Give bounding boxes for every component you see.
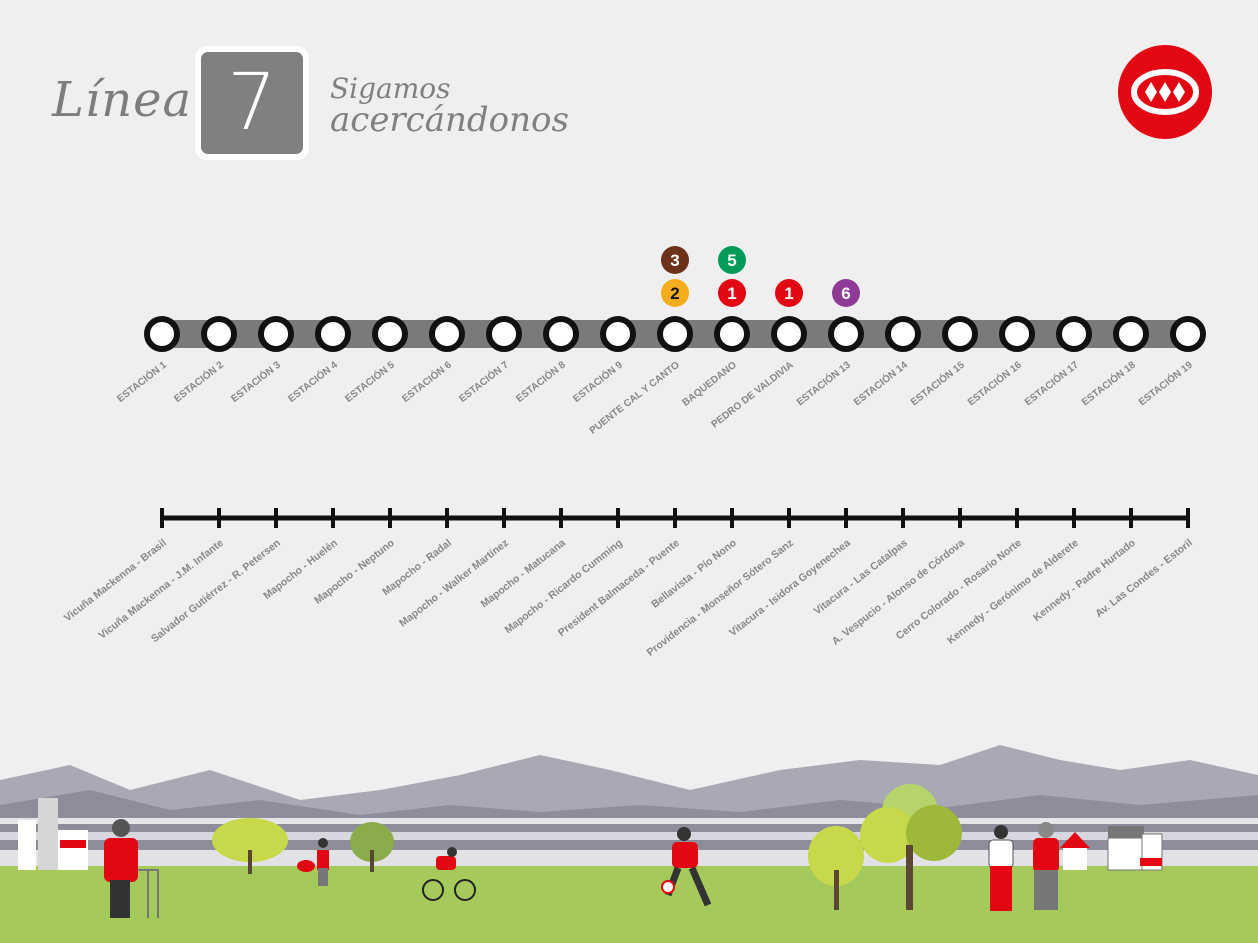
landscape-illustration <box>0 745 1258 943</box>
street-label: Vicuña Mackenna - Brasil <box>62 537 169 624</box>
station-marker <box>885 316 921 352</box>
line-word: Línea <box>52 72 193 128</box>
station-label: ESTACIÓN 15 <box>908 358 967 408</box>
station-label: PUENTE CAL Y CANTO <box>588 360 682 437</box>
street-label: Kennedy - Padre Hurtado <box>1031 537 1138 624</box>
station-marker <box>486 316 522 352</box>
station-marker <box>258 316 294 352</box>
connection-badge-line-6 <box>832 279 860 307</box>
station-label: ESTACIÓN 7 <box>456 358 511 405</box>
station-marker <box>1170 316 1206 352</box>
station-marker <box>315 316 351 352</box>
street-label: President Balmaceda - Puente <box>556 537 682 639</box>
station-label: ESTACIÓN 1 <box>114 358 169 405</box>
station-label: ESTACIÓN 6 <box>399 358 454 405</box>
station-marker <box>201 316 237 352</box>
tagline-2: acercándonos <box>330 100 569 140</box>
station-label: ESTACIÓN 8 <box>513 358 568 405</box>
station-marker <box>372 316 408 352</box>
connection-badge-line-5 <box>718 246 746 274</box>
station-label: ESTACIÓN 2 <box>171 358 226 405</box>
metro-logo-icon <box>1118 45 1212 139</box>
connection-badge-line-2 <box>661 279 689 307</box>
connection-badge-line-3 <box>661 246 689 274</box>
line-number: 7 <box>201 52 303 154</box>
street-label: Mapocho - Ricardo Cumming <box>503 537 625 636</box>
station-marker <box>543 316 579 352</box>
station-marker <box>600 316 636 352</box>
station-label: ESTACIÓN 17 <box>1022 358 1081 408</box>
station-label: ESTACIÓN 16 <box>965 358 1024 408</box>
station-label: ESTACIÓN 19 <box>1136 358 1195 408</box>
station-marker <box>999 316 1035 352</box>
street-label: Mapocho - Walker Martínez <box>397 537 511 630</box>
connection-badge-line-1 <box>775 279 803 307</box>
station-marker <box>1056 316 1092 352</box>
station-label: ESTACIÓN 5 <box>342 358 397 405</box>
station-marker <box>1113 316 1149 352</box>
station-label: ESTACIÓN 9 <box>570 358 625 405</box>
station-marker <box>714 316 750 352</box>
street-label: Av. Las Condes - Estoril <box>1093 537 1195 620</box>
connection-badge-line-1 <box>718 279 746 307</box>
station-label: ESTACIÓN 13 <box>794 358 853 408</box>
station-label: BAQUEDANO <box>680 360 739 409</box>
connection-badge-label: 1 <box>784 284 793 303</box>
station-label: ESTACIÓN 14 <box>851 358 910 408</box>
connection-badge-label: 5 <box>727 251 736 270</box>
station-marker <box>429 316 465 352</box>
station-marker <box>771 316 807 352</box>
street-label: Vitacura - Las Catalpas <box>812 537 910 618</box>
station-label: ESTACIÓN 18 <box>1079 358 1138 408</box>
tagline-1: Sigamos <box>330 72 451 105</box>
station-marker <box>657 316 693 352</box>
station-label: ESTACIÓN 3 <box>228 358 283 405</box>
station-marker <box>828 316 864 352</box>
station-label: ESTACIÓN 4 <box>285 358 340 405</box>
connection-badge-label: 1 <box>727 284 736 303</box>
station-marker <box>942 316 978 352</box>
connection-badge-label: 6 <box>841 284 850 303</box>
street-label: Vitacura - Isidora Goyenechea <box>727 537 853 639</box>
station-marker <box>144 316 180 352</box>
connection-badge-label: 3 <box>670 251 679 270</box>
line-number-badge: 7 <box>195 46 309 160</box>
connection-badge-label: 2 <box>670 284 679 303</box>
